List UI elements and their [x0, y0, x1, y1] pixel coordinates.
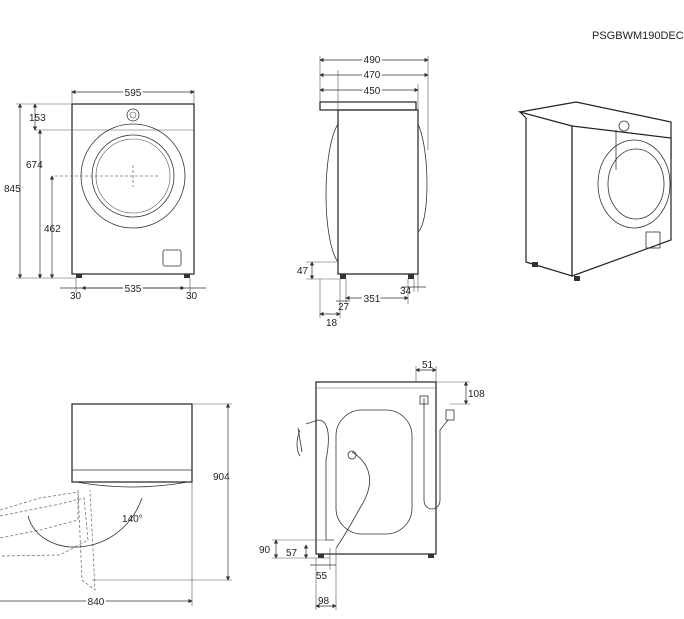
dim-drain-width: 98 [318, 596, 330, 607]
dim-top-section: 153 [29, 113, 46, 124]
dim-front-width: 595 [125, 88, 142, 99]
side-view: 490 470 450 47 18 27 351 34 [297, 53, 429, 329]
iso-knob [618, 120, 630, 132]
dim-front-height: 845 [4, 184, 21, 195]
rear-cabinet [315, 381, 437, 555]
dim-rear-offset: 34 [400, 286, 412, 297]
power-cord [335, 451, 370, 549]
dim-door-height: 674 [26, 160, 43, 171]
drain-hose [297, 419, 334, 541]
dim-foot-offset-a: 18 [326, 318, 338, 329]
dim-depth-mid: 470 [364, 70, 381, 81]
dim-drain-offset: 55 [316, 571, 328, 582]
dim-inlet-height: 108 [468, 389, 485, 400]
dim-drain-low: 57 [286, 548, 298, 559]
dim-inlet-offset: 51 [422, 360, 434, 371]
dim-opening-angle: 140° [122, 514, 143, 525]
dim-door-center: 462 [44, 224, 61, 235]
dim-side-foot-span: 351 [364, 294, 381, 305]
iso-door-glass [607, 148, 665, 220]
dim-foot-right: 30 [186, 291, 198, 302]
dim-foot-offset-b: 27 [338, 302, 350, 313]
dim-foot-height: 47 [297, 266, 309, 277]
top-view-body [71, 403, 193, 483]
front-view: 595 845 153 674 462 30 535 30 [4, 86, 206, 302]
dim-height-open: 904 [213, 472, 230, 483]
isometric-view [517, 101, 672, 281]
open-door-outline [0, 491, 79, 539]
inlet-hose [423, 398, 449, 510]
rear-view: 51 108 90 57 55 98 [259, 360, 485, 610]
dim-foot-span: 535 [125, 284, 142, 295]
side-door-bulge [325, 123, 339, 263]
filter-flap [162, 249, 182, 267]
program-knob [126, 108, 140, 122]
dim-foot-left: 30 [70, 291, 82, 302]
model-code: PSGBWM190DEC [592, 30, 684, 42]
iso-door-outer [597, 139, 671, 229]
dim-depth-body: 450 [364, 86, 381, 97]
rear-panel [335, 409, 413, 535]
door-opening-view: 140° 904 840 [0, 403, 232, 610]
dim-drain-height: 90 [259, 545, 271, 556]
side-body [337, 109, 419, 275]
side-top-plate [319, 101, 417, 111]
dim-depth-open: 840 [88, 597, 105, 608]
dim-depth-max: 490 [364, 55, 381, 66]
front-cabinet [71, 103, 195, 275]
